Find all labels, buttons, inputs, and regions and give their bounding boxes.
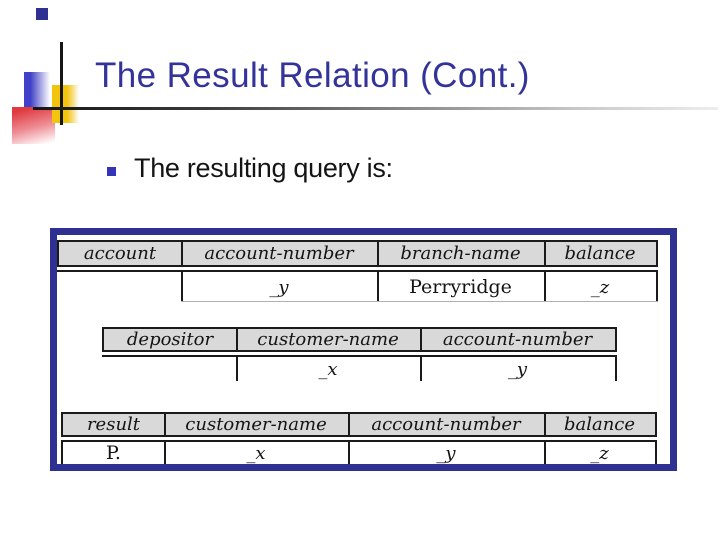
column-divider: [377, 242, 379, 265]
column-header: account-number: [371, 414, 521, 435]
header-rule: [102, 355, 617, 357]
cell-divider: [544, 442, 546, 464]
table-cell: _y: [269, 276, 289, 298]
decor-blue-square-icon: [24, 72, 50, 108]
title-underline: [33, 107, 718, 110]
relation-name: depositor: [126, 329, 214, 350]
column-header: branch-name: [400, 243, 521, 264]
page-title: The Result Relation (Cont.): [95, 56, 530, 95]
row-bottom-line: [181, 301, 658, 302]
title-vertical-line: [60, 42, 63, 125]
bullet-icon: [107, 167, 116, 176]
cell-divider: [61, 442, 63, 464]
table-cell: _x: [246, 442, 266, 464]
cell-divider: [420, 357, 422, 381]
cell-divider: [655, 442, 657, 464]
cell-divider: [348, 442, 350, 464]
bullet-text: The resulting query is:: [134, 153, 393, 183]
table-cell: P.: [106, 442, 121, 464]
column-header: balance: [564, 243, 636, 264]
cell-divider: [656, 272, 658, 302]
cell-divider: [164, 442, 166, 464]
column-header: customer-name: [257, 329, 399, 350]
column-divider: [544, 414, 546, 435]
column-divider: [164, 414, 166, 435]
decor-yellow-square-icon: [52, 85, 79, 123]
header-rule: [61, 440, 657, 442]
column-divider: [544, 242, 546, 265]
table-cell: _z: [590, 276, 610, 298]
decor-red-square-icon: [12, 107, 55, 144]
column-divider: [348, 414, 350, 435]
header-rule: [57, 270, 658, 272]
relation-name: account: [83, 243, 157, 264]
table-cell: _y: [436, 442, 456, 464]
column-divider: [181, 242, 183, 265]
cell-divider: [377, 272, 379, 302]
column-header: customer-name: [185, 414, 327, 435]
column-header: account-number: [442, 329, 593, 350]
relation-name: result: [86, 414, 141, 435]
cell-divider: [236, 357, 238, 381]
column-header: account-number: [204, 243, 354, 264]
table-cell: _z: [590, 442, 609, 464]
query-result-figure: account account-number branch-name balan…: [50, 228, 677, 471]
account-table-header: account account-number branch-name balan…: [57, 240, 658, 267]
column-header: balance: [563, 414, 636, 435]
table-cell: _y: [507, 358, 528, 380]
table-cell: Perryridge: [409, 276, 512, 298]
cell-divider: [544, 272, 546, 302]
cell-divider: [615, 357, 617, 381]
corner-accent-square-icon: [36, 8, 48, 20]
column-divider: [420, 329, 422, 350]
depositor-table-header: depositor customer-name account-number: [102, 327, 617, 352]
column-divider: [236, 329, 238, 350]
cell-divider: [181, 272, 183, 302]
table-cell: _x: [318, 358, 338, 380]
result-table-header: result customer-name account-number bala…: [61, 412, 657, 437]
